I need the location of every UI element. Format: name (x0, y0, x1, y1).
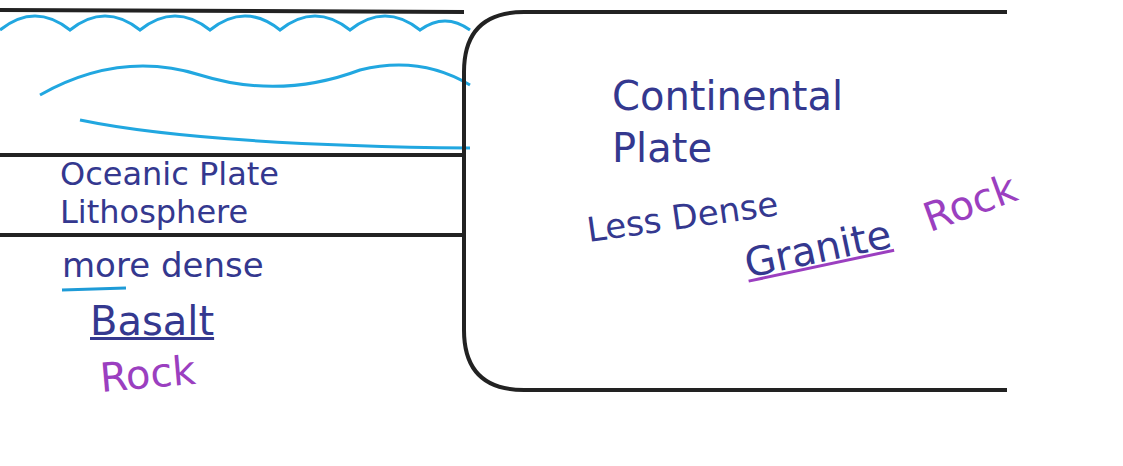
rock-word: Rock (917, 142, 1084, 242)
continental-plate-box: Continental PlateLess DenseGraniteRock (462, 10, 1007, 392)
underline-mark (62, 288, 126, 290)
density-note: more dense (62, 245, 264, 285)
plate-boundary-line (0, 233, 464, 237)
sea-surface-line (0, 10, 464, 12)
ocean-wave (40, 65, 470, 95)
rock-type: Basalt (90, 298, 214, 344)
plate-name: Continental Plate (612, 70, 892, 174)
plate-name: Oceanic Plate Lithosphere (60, 155, 360, 231)
ocean-wave (0, 16, 470, 30)
oceanic-plate-band: Oceanic Plate Lithosphere (0, 153, 464, 237)
ocean-wave (80, 120, 470, 148)
rock-word: Rock (98, 347, 197, 401)
